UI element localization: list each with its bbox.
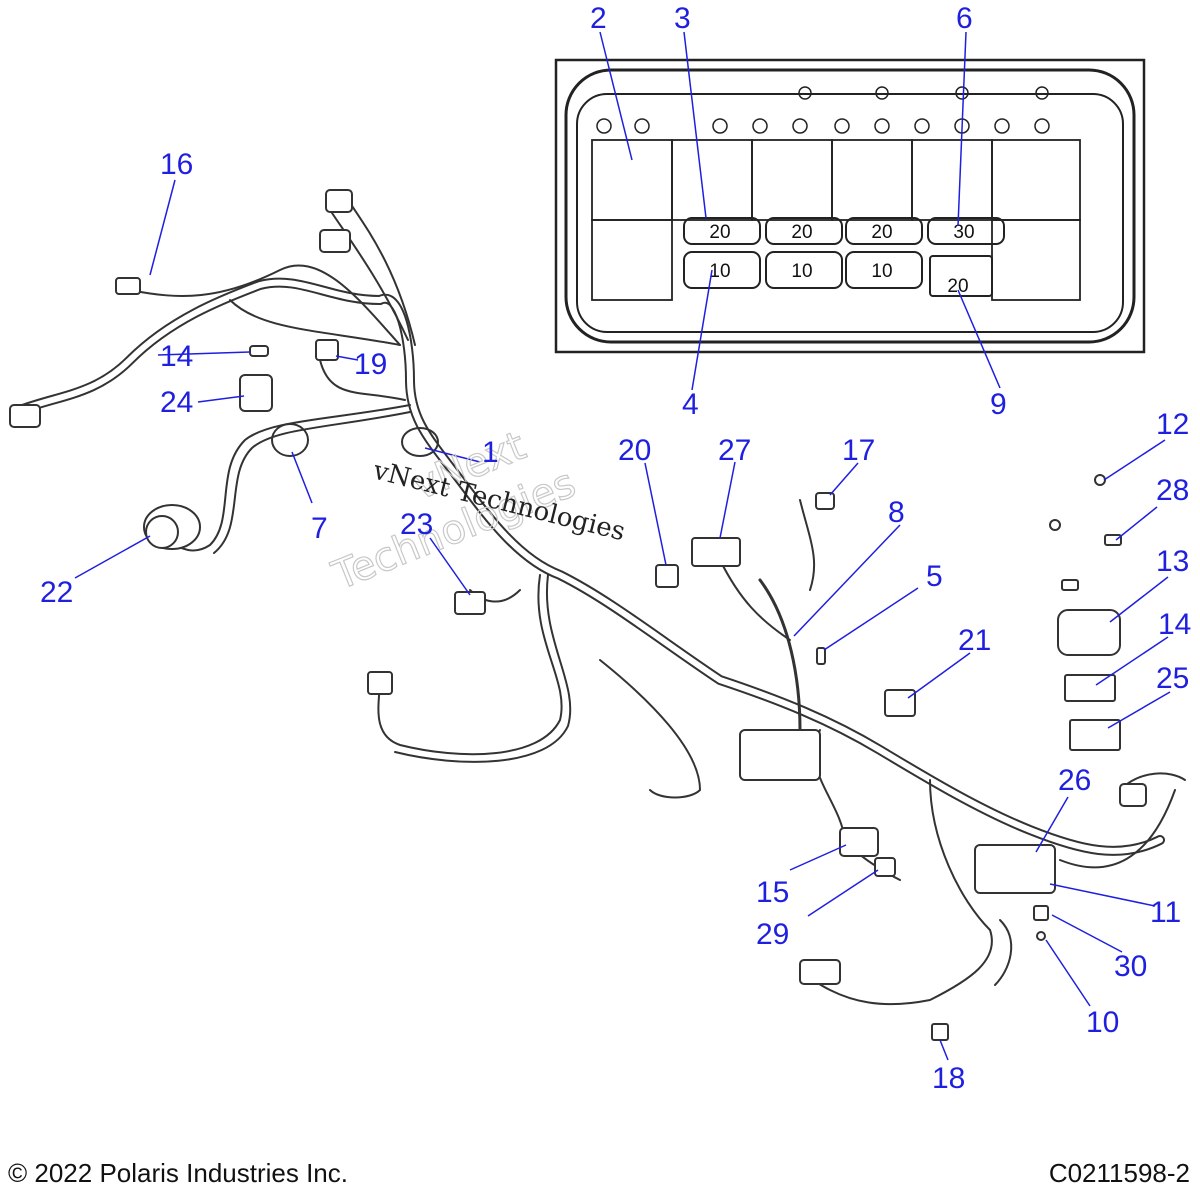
leader-lines [74,31,1171,1061]
part-27-connectors [691,537,741,567]
part-17-connector [815,492,835,510]
callout-4: 4 [682,388,699,421]
part-21-connector [884,689,916,717]
copyright-notice: © 2022 Polaris Industries Inc. [8,1158,348,1188]
callout-2: 2 [590,2,607,35]
callout-22: 22 [40,576,73,609]
part-22-face [145,515,179,549]
part-5-pin [816,647,826,665]
screw-extra [1049,519,1061,531]
part-14-fuse-panel [1064,674,1116,702]
callout-14-left: 14 [160,340,193,373]
fuse-box-studs [596,86,1050,134]
callout-26: 26 [1058,764,1091,797]
part-25-fuse-strip [1069,719,1121,751]
callout-numbers: 1 2 3 4 5 6 7 8 9 10 11 12 13 14 14 15 1… [40,2,1191,1095]
fuse-value-lower-2: 10 [791,261,812,282]
callout-7: 7 [311,512,328,545]
part-29-connector [874,857,896,877]
drawing-id: C0211598-2 [1048,1158,1190,1188]
callout-1: 1 [482,436,499,469]
callout-21: 21 [958,624,991,657]
part-10-bolt [1036,931,1046,941]
callout-11: 11 [1150,896,1181,929]
callout-8: 8 [888,496,905,529]
callout-30: 30 [1114,950,1147,983]
callout-24: 24 [160,386,193,419]
callout-16: 16 [160,148,193,181]
relay-row [591,139,1081,301]
left-end-connector [9,404,41,428]
clip-extra [1061,579,1079,591]
callout-9: 9 [990,388,1007,421]
part-28-clip [1104,534,1122,546]
part-26-fuse-box [974,844,1056,894]
fuse-box-inset [554,58,1146,354]
callout-20: 20 [618,434,651,467]
fuse-value-upper-4: 30 [953,222,974,243]
callout-27: 27 [718,434,751,467]
fuse-value-lower-1: 10 [709,261,730,282]
part-7-loop [271,423,309,457]
part-20-connector [655,564,679,588]
right-end-connector [1119,783,1147,807]
callout-18: 18 [932,1062,965,1095]
ecu-connector-block [739,729,821,781]
fuse-value-upper-1: 20 [709,222,730,243]
callout-15: 15 [756,876,789,909]
callout-23: 23 [400,508,433,541]
callout-13: 13 [1156,545,1189,578]
callout-10: 10 [1086,1006,1119,1039]
part-18-connector [931,1023,949,1041]
fuse-values: 20 20 20 30 10 10 10 20 [709,222,974,297]
callout-6: 6 [956,2,973,35]
callout-5: 5 [926,560,943,593]
harness-components [9,189,1147,1041]
lower-left-connector [367,671,393,695]
callout-28: 28 [1156,474,1189,507]
fuse-box-inner [576,93,1124,333]
upper-connector-a [319,229,351,253]
part-16-connector [115,277,141,295]
part-19-connector [315,339,339,361]
part-1-loop [401,427,439,457]
fuse-value-relay: 20 [947,276,968,297]
callout-3: 3 [674,2,691,35]
callout-29: 29 [756,918,789,951]
key-connector [799,959,841,985]
fuse-value-upper-3: 20 [871,222,892,243]
fuse-box-outer [564,68,1136,344]
inset-frame [554,58,1146,354]
part-12-screw [1094,474,1106,486]
callout-19: 19 [354,348,387,381]
watermark: vNext Technologies vNext Technologies [325,422,628,600]
callout-25: 25 [1156,662,1189,695]
part-13-cover [1057,609,1121,656]
part-15-connector [839,827,879,857]
callout-17: 17 [842,434,875,467]
part-14-small-clip [249,345,269,357]
upper-connector-b [325,189,353,213]
fuse-value-lower-3: 10 [871,261,892,282]
callout-14-right: 14 [1158,608,1191,641]
part-23-connector [454,591,486,615]
part-24-relay [239,374,273,412]
part-30-nut [1033,905,1049,921]
callout-12: 12 [1156,408,1189,441]
fuse-value-upper-2: 20 [791,222,812,243]
